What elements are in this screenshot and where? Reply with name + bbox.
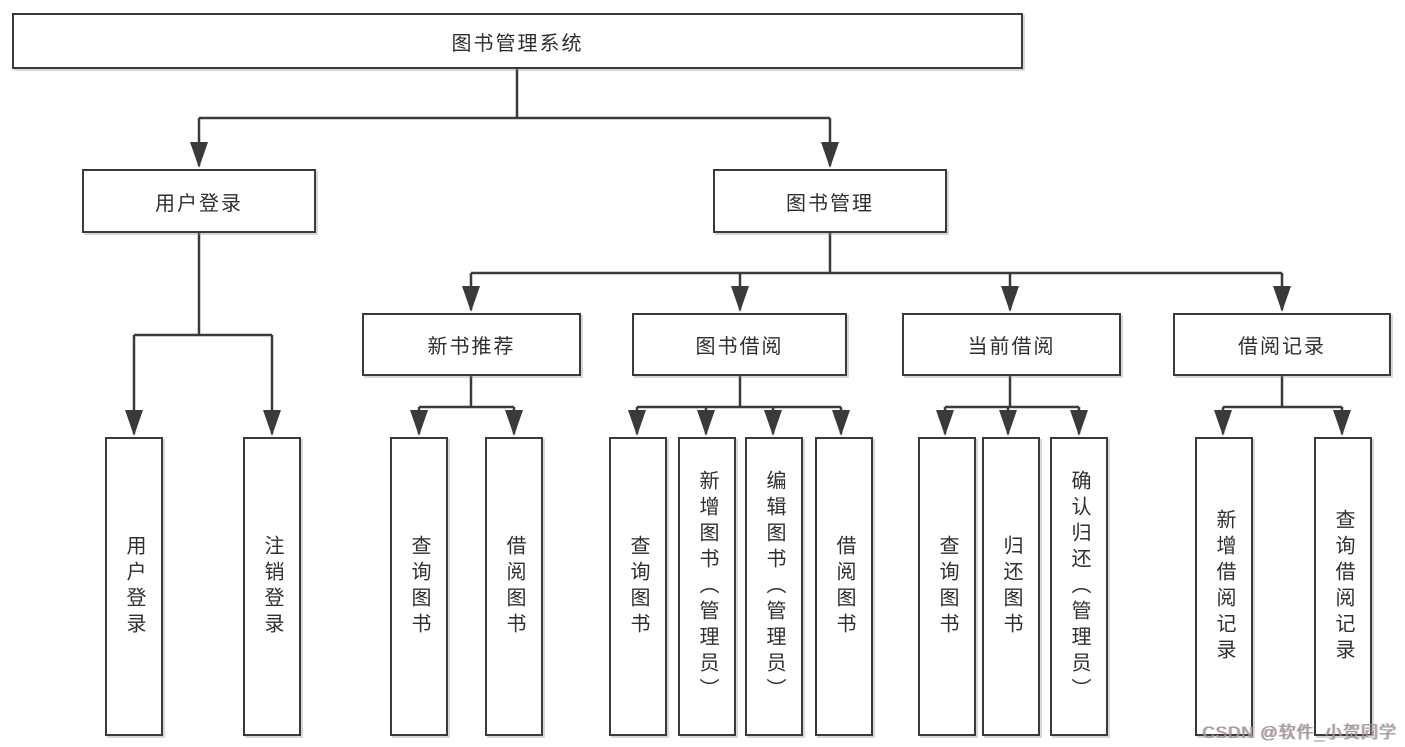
node-new-book-recommend: 新书推荐 — [362, 313, 581, 376]
node-book-management: 图书管理 — [713, 169, 947, 233]
connector-borrow-records-to-leaves — [1214, 375, 1351, 436]
node-leaf-borrow-books: 借阅图书 — [815, 437, 873, 736]
node-label: 编辑图书（管理员） — [763, 469, 785, 704]
node-label: 图书管理系统 — [451, 32, 584, 55]
node-label: 查询图书 — [627, 534, 649, 639]
node-book-borrow: 图书借阅 — [632, 313, 847, 376]
node-label: 用户登录 — [155, 192, 243, 215]
node-leaf-query-books-current: 查询图书 — [918, 437, 976, 736]
arrowhead-icon — [832, 410, 850, 436]
connector-root-to-level2 — [190, 69, 839, 168]
node-user-login: 用户登录 — [82, 169, 316, 233]
node-leaf-query-books-recommend: 查询图书 — [390, 437, 448, 736]
arrowhead-icon — [125, 410, 143, 436]
arrowhead-icon — [505, 410, 523, 436]
csdn-watermark: CSDN @软件_小贺同学 — [1202, 723, 1397, 742]
connector-new-book-recommend-to-leaves — [410, 375, 523, 436]
node-label: 确认归还（管理员） — [1068, 469, 1090, 704]
arrowhead-icon — [821, 142, 839, 168]
connector-current-borrow-to-leaves — [936, 375, 1088, 436]
node-label: 借阅记录 — [1238, 336, 1326, 358]
arrowhead-icon — [1070, 410, 1088, 436]
node-label: 图书管理 — [786, 192, 874, 215]
node-leaf-confirm-return-admin: 确认归还（管理员） — [1050, 437, 1108, 736]
node-leaf-edit-books-admin: 编辑图书（管理员） — [745, 437, 803, 736]
node-label: 归还图书 — [1000, 534, 1022, 639]
node-label: 借阅图书 — [833, 534, 855, 639]
node-current-borrow: 当前借阅 — [902, 313, 1121, 376]
node-leaf-query-borrow-record: 查询借阅记录 — [1314, 437, 1372, 736]
node-label: 当前借阅 — [967, 336, 1056, 358]
node-label: 新增图书（管理员） — [696, 469, 718, 704]
connector-book-borrow-to-leaves — [628, 375, 850, 436]
arrowhead-icon — [999, 410, 1017, 436]
node-label: 新书推荐 — [427, 336, 516, 358]
node-borrow-records: 借阅记录 — [1173, 313, 1391, 376]
node-leaf-logout: 注销登录 — [243, 437, 301, 736]
node-label: 查询图书 — [936, 534, 958, 639]
node-leaf-borrow-books-recommend: 借阅图书 — [485, 437, 543, 736]
arrowhead-icon — [764, 410, 782, 436]
arrowhead-icon — [936, 410, 954, 436]
arrowhead-icon — [731, 286, 749, 312]
arrowhead-icon — [410, 410, 428, 436]
node-leaf-add-borrow-record: 新增借阅记录 — [1195, 437, 1253, 736]
node-label: 注销登录 — [261, 534, 283, 639]
arrowhead-icon — [1214, 410, 1232, 436]
node-label: 用户登录 — [123, 534, 145, 639]
arrowhead-icon — [1273, 286, 1291, 312]
arrowhead-icon — [1001, 286, 1019, 312]
node-label: 查询借阅记录 — [1332, 508, 1354, 665]
node-leaf-add-books-admin: 新增图书（管理员） — [678, 437, 736, 736]
arrowhead-icon — [190, 142, 208, 168]
node-leaf-query-books-borrow: 查询图书 — [609, 437, 667, 736]
node-label: 图书借阅 — [695, 336, 784, 358]
arrowhead-icon — [263, 410, 281, 436]
node-leaf-user-login: 用户登录 — [105, 437, 163, 736]
node-label: 新增借阅记录 — [1213, 508, 1235, 665]
node-leaf-return-books: 归还图书 — [982, 437, 1040, 736]
arrowhead-icon — [697, 410, 715, 436]
node-label: 借阅图书 — [503, 534, 525, 639]
connector-user-login-to-leaves — [125, 233, 281, 436]
connector-book-management-to-level3 — [462, 233, 1291, 312]
node-label: 查询图书 — [408, 534, 430, 639]
arrowhead-icon — [628, 410, 646, 436]
arrowhead-icon — [1333, 410, 1351, 436]
node-library-management-system: 图书管理系统 — [12, 13, 1023, 69]
arrowhead-icon — [462, 286, 480, 312]
